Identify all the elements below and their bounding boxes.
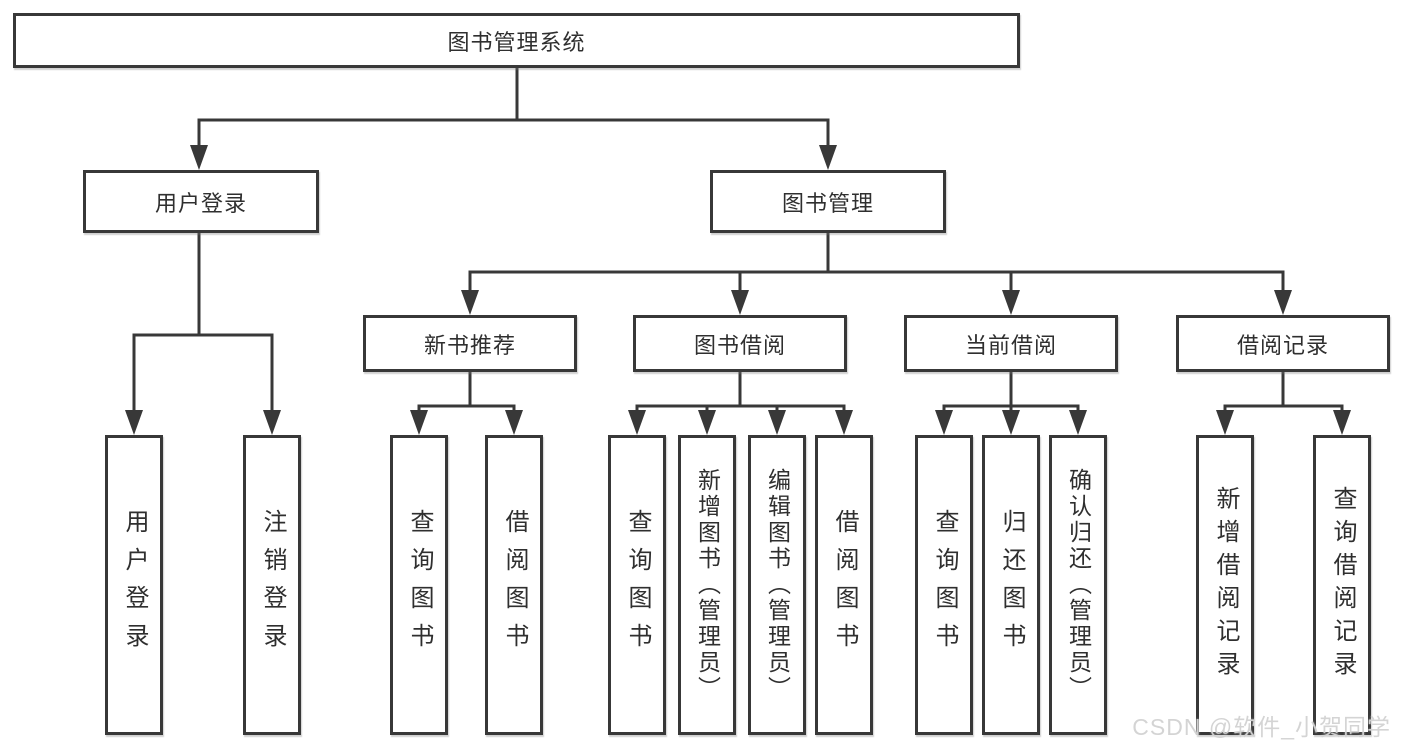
leaf-borrow-books-recommend: 借阅图书 bbox=[485, 435, 543, 735]
node-root: 图书管理系统 bbox=[13, 13, 1020, 68]
node-new-book-recommend-label: 新书推荐 bbox=[423, 332, 516, 358]
leaf-borrow-books-borrowing: 借阅图书 bbox=[815, 435, 873, 735]
node-current-borrowing-label: 当前借阅 bbox=[964, 332, 1057, 358]
leaf-edit-books-admin-label: 编辑图书（管理员） bbox=[764, 468, 791, 702]
leaf-query-books-recommend-label: 查询图书 bbox=[406, 509, 433, 661]
leaf-add-borrow-record: 新增借阅记录 bbox=[1196, 435, 1254, 735]
leaf-logout-label: 注销登录 bbox=[259, 509, 286, 661]
leaf-edit-books-admin: 编辑图书（管理员） bbox=[748, 435, 806, 735]
leaf-borrow-books-recommend-label: 借阅图书 bbox=[501, 509, 528, 661]
leaf-query-books-borrowing-label: 查询图书 bbox=[624, 509, 651, 661]
node-book-borrowing-label: 图书借阅 bbox=[693, 332, 786, 358]
csdn-watermark: CSDN @软件_小贺同学 bbox=[1132, 714, 1391, 740]
leaf-add-books-admin: 新增图书（管理员） bbox=[678, 435, 736, 735]
leaf-borrow-books-borrowing-label: 借阅图书 bbox=[831, 509, 858, 661]
node-user-login: 用户登录 bbox=[83, 170, 319, 233]
leaf-confirm-return-admin: 确认归还（管理员） bbox=[1049, 435, 1107, 735]
leaf-return-books-label: 归还图书 bbox=[998, 509, 1025, 661]
node-user-login-label: 用户登录 bbox=[154, 190, 247, 216]
leaf-return-books: 归还图书 bbox=[982, 435, 1040, 735]
node-root-label: 图书管理系统 bbox=[447, 29, 586, 55]
leaf-add-books-admin-label: 新增图书（管理员） bbox=[694, 468, 721, 702]
leaf-query-borrow-record: 查询借阅记录 bbox=[1313, 435, 1371, 735]
arrowheads bbox=[125, 145, 1351, 435]
leaf-query-books-current: 查询图书 bbox=[915, 435, 973, 735]
leaf-query-books-current-label: 查询图书 bbox=[931, 509, 958, 661]
leaf-confirm-return-admin-label: 确认归还（管理员） bbox=[1065, 468, 1092, 702]
node-book-management: 图书管理 bbox=[710, 170, 946, 233]
node-book-borrowing: 图书借阅 bbox=[633, 315, 847, 372]
leaf-query-books-borrowing: 查询图书 bbox=[608, 435, 666, 735]
leaf-query-borrow-record-label: 查询借阅记录 bbox=[1329, 486, 1356, 684]
leaf-add-borrow-record-label: 新增借阅记录 bbox=[1212, 486, 1239, 684]
leaf-query-books-recommend: 查询图书 bbox=[390, 435, 448, 735]
node-borrowing-records: 借阅记录 bbox=[1176, 315, 1390, 372]
node-current-borrowing: 当前借阅 bbox=[904, 315, 1118, 372]
node-new-book-recommend: 新书推荐 bbox=[363, 315, 577, 372]
node-book-management-label: 图书管理 bbox=[781, 190, 874, 216]
leaf-user-login-label: 用户登录 bbox=[121, 509, 148, 661]
leaf-logout: 注销登录 bbox=[243, 435, 301, 735]
node-borrowing-records-label: 借阅记录 bbox=[1236, 332, 1329, 358]
leaf-user-login: 用户登录 bbox=[105, 435, 163, 735]
